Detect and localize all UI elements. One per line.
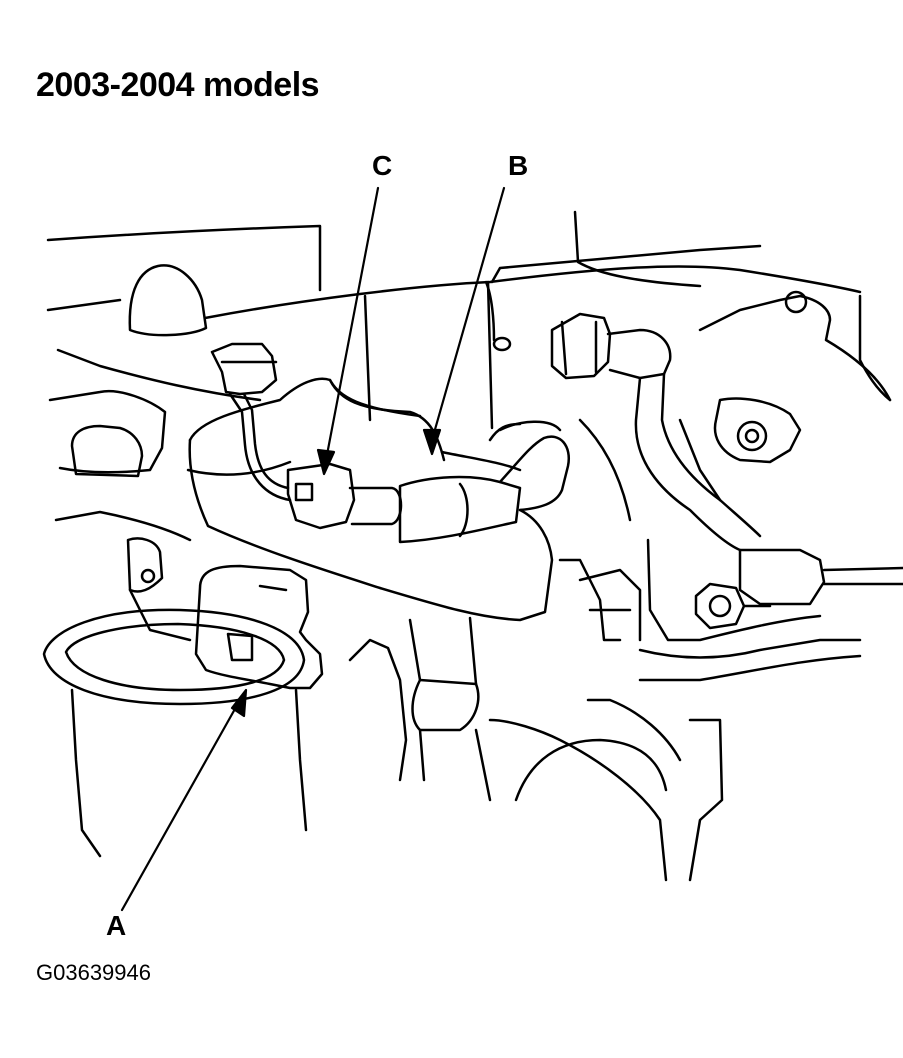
engine-block-ribs — [560, 540, 860, 658]
right-engine-bracket — [580, 292, 890, 520]
leader-line-b — [432, 188, 504, 440]
connector-coupler-left — [212, 344, 290, 500]
left-bracket — [50, 391, 190, 540]
lower-center-pipe — [350, 618, 860, 880]
callout-label-c: C — [372, 150, 393, 181]
right-hose-connector — [552, 314, 903, 604]
arrow-b — [424, 430, 440, 454]
fuel-line-clamp-a — [128, 539, 322, 689]
callout-label-b: B — [508, 150, 529, 181]
leader-line-c — [326, 188, 378, 460]
hex-bolt — [696, 584, 770, 628]
arrow-c — [318, 450, 334, 474]
callout-label-a: A — [106, 910, 127, 941]
hose-clip-c — [288, 422, 569, 542]
diagram-title: 2003-2004 models — [36, 66, 320, 104]
arrow-a — [232, 690, 246, 716]
center-pillar — [365, 282, 510, 428]
filter-housing — [44, 610, 306, 856]
engine-cover-outline — [48, 212, 860, 400]
leader-lines — [122, 188, 504, 910]
figure-id: G03639946 — [36, 960, 151, 985]
dome-cap — [130, 265, 206, 335]
hose-sleeve-b — [188, 379, 552, 620]
leader-line-a — [122, 700, 240, 910]
